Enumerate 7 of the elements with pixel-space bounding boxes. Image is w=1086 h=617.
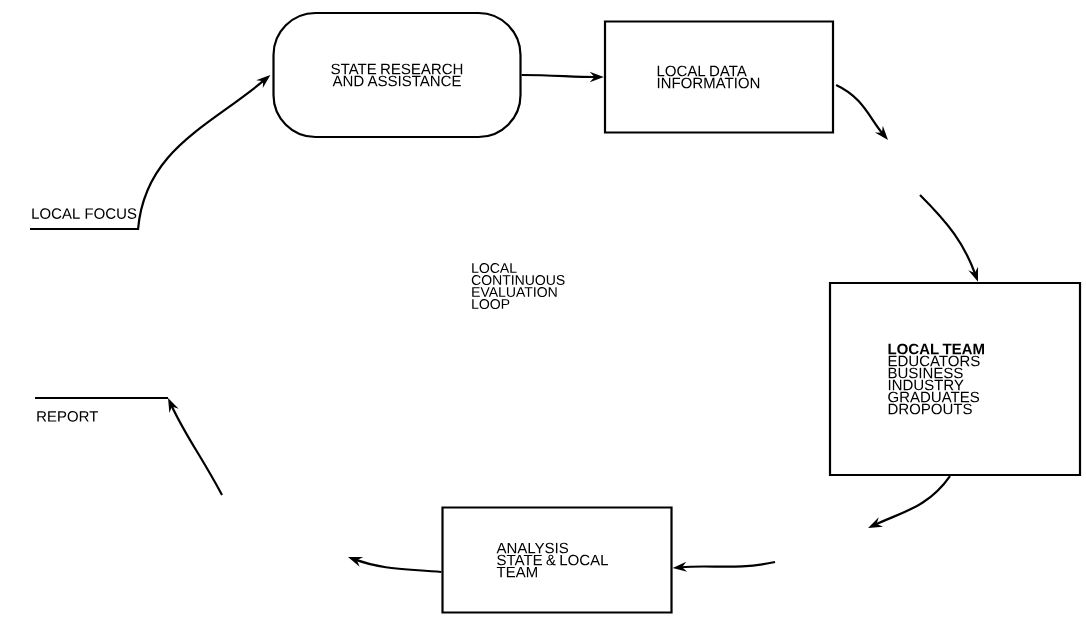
process-box: ANALYSIS STATE & LOCAL TEAM <box>441 506 673 614</box>
text-label: LOCAL FOCUS <box>32 208 137 219</box>
loop-label: LOCAL CONTINUOUS EVALUATION LOOP <box>471 263 565 309</box>
process-box: LOCAL TEAM EDUCATORS BUSINESS INDUSTRY GRADUATES DROPOUTS <box>828 281 1082 477</box>
process-box: LOCAL DATA INFORMATION <box>603 20 835 134</box>
text-label: REPORT <box>35 396 168 422</box>
rounded-process-box: STATE RESEARCH AND ASSISTANCE <box>272 11 522 139</box>
